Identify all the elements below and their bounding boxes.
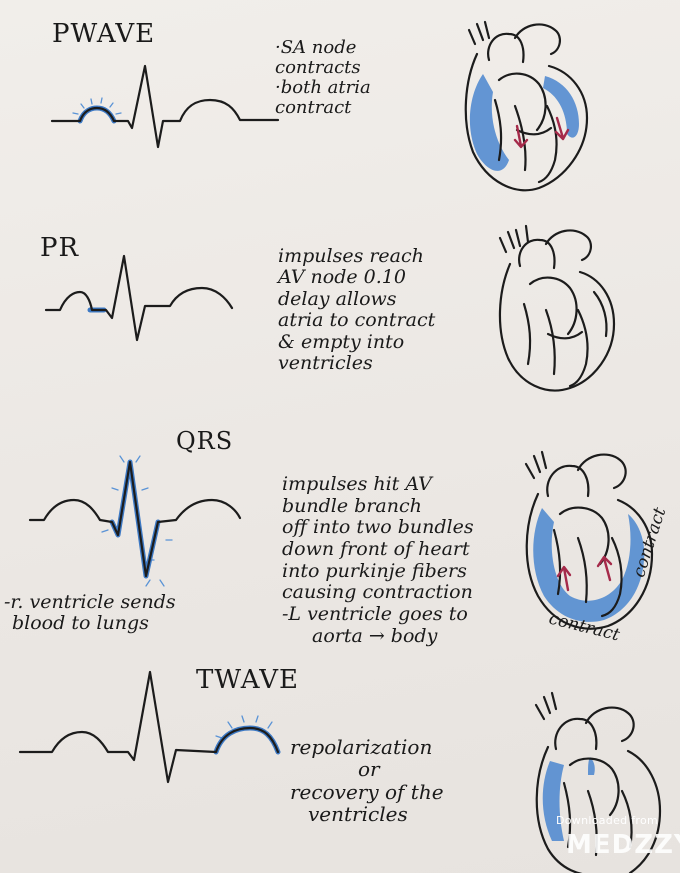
pr-note-line: atria to contract	[278, 309, 436, 332]
watermark-caption: Downloaded from	[556, 814, 659, 827]
twave-notes: repolarization or recovery of the ventri…	[290, 736, 444, 826]
pwave-note-line: ·SA node	[275, 37, 357, 58]
twave-glow-marks	[215, 715, 273, 739]
pwave-note-line: contract	[275, 97, 352, 119]
heart-diagram-av-node	[498, 224, 616, 392]
qrs-side-note-line: blood to lungs	[12, 612, 149, 635]
pr-notes: impulses reach AV node 0.10 delay allows…	[278, 245, 436, 375]
twave-note-line: or	[358, 757, 380, 782]
qrs-title: QRS	[176, 427, 234, 455]
qrs-note-line: into purkinje fibers	[282, 559, 467, 582]
twave-title: TWAVE	[196, 665, 300, 695]
qrs-note-line: causing contraction	[282, 581, 473, 604]
qrs-note-line: down front of heart	[282, 537, 470, 560]
twave-note-line: recovery of the	[290, 779, 444, 804]
twave-note-line: ventricles	[308, 802, 408, 827]
twave-note-line: repolarization	[290, 735, 433, 759]
qrs-side-note-line: -r. ventricle sends	[4, 591, 176, 613]
twave-blue-highlight	[213, 725, 281, 755]
qrs-note-line: aorta → body	[312, 624, 438, 647]
pwave-note-line: contracts	[275, 57, 361, 79]
pr-title: PR	[40, 233, 80, 263]
pwave-notes: ·SA node contracts ·both atria contract	[275, 37, 371, 119]
pr-note-line: ventricles	[278, 352, 373, 375]
qrs-glow-marks	[101, 455, 173, 587]
pr-note-line: & empty into	[278, 330, 405, 353]
pwave-title: PWAVE	[52, 19, 156, 49]
pwave-note-line: ·both atria	[275, 77, 371, 99]
pr-note-line: AV node 0.10	[278, 266, 406, 289]
pr-note-line: impulses reach	[278, 245, 424, 267]
heart-diagram-repolarization	[534, 691, 662, 873]
watermark-logo: MEDZZY	[566, 830, 680, 860]
heart-diagram-ventricles	[524, 450, 654, 630]
qrs-notes: impulses hit AV bundle branch off into t…	[282, 473, 474, 647]
qrs-side-note: -r. ventricle sends blood to lungs	[4, 591, 176, 635]
qrs-note-line: bundle branch	[282, 494, 422, 517]
qrs-note-line: -L ventricle goes to	[282, 602, 468, 625]
pwave-glow-marks	[72, 97, 122, 115]
qrs-note-line: impulses hit AV	[282, 473, 432, 495]
qrs-note-line: off into two bundles	[282, 516, 474, 539]
heart-diagram-atria	[464, 20, 589, 192]
pr-note-line: delay allows	[278, 287, 397, 310]
